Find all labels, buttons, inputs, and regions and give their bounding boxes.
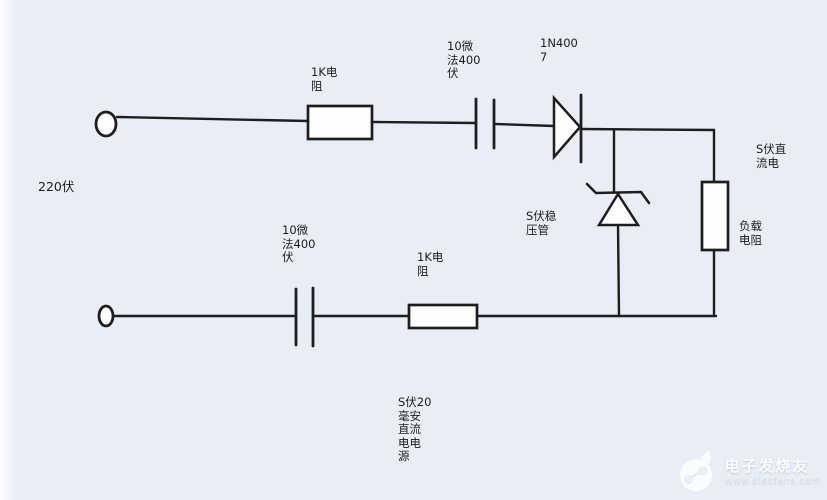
label-load-resistor: 负载 电阻 <box>739 219 762 247</box>
watermark-title: 电子发烧友 <box>724 457 810 475</box>
zener-diode <box>585 182 651 227</box>
wire-top-4 <box>580 127 716 132</box>
wire-top-2 <box>370 120 477 125</box>
ac-terminal-bottom <box>97 304 115 328</box>
label-capacitor-c1: 10微 法400 伏 <box>447 39 481 80</box>
wire-top-1 <box>115 115 310 123</box>
capacitor-c2 <box>294 286 315 348</box>
label-resistor-r1: 1K电 阻 <box>311 65 338 93</box>
ac-terminal-top <box>94 110 118 138</box>
diode-d1 <box>552 93 583 164</box>
wire-top-3 <box>493 122 556 128</box>
resistor-r2 <box>407 303 479 330</box>
label-source-voltage: 220伏 <box>38 179 75 194</box>
elecfans-logo-icon <box>679 450 712 491</box>
label-diode-d1: 1N400 7 <box>540 36 578 64</box>
load-resistor <box>700 180 730 252</box>
label-capacitor-c2: 10微 法400 伏 <box>282 223 316 264</box>
watermark: 电子发烧友 www.elecfans.com <box>676 448 821 494</box>
resistor-r1 <box>306 104 374 141</box>
label-psu: S伏20 毫安 直流 电电 源 <box>398 395 432 463</box>
watermark-url: www.elecfans.com <box>724 476 821 487</box>
label-zener: S伏稳 压管 <box>526 209 557 237</box>
wire-zener-bottom <box>616 223 621 318</box>
label-output-voltage: S伏直 流电 <box>756 142 787 170</box>
label-resistor-r2: 1K电 阻 <box>417 250 444 278</box>
capacitor-c1 <box>474 97 496 150</box>
